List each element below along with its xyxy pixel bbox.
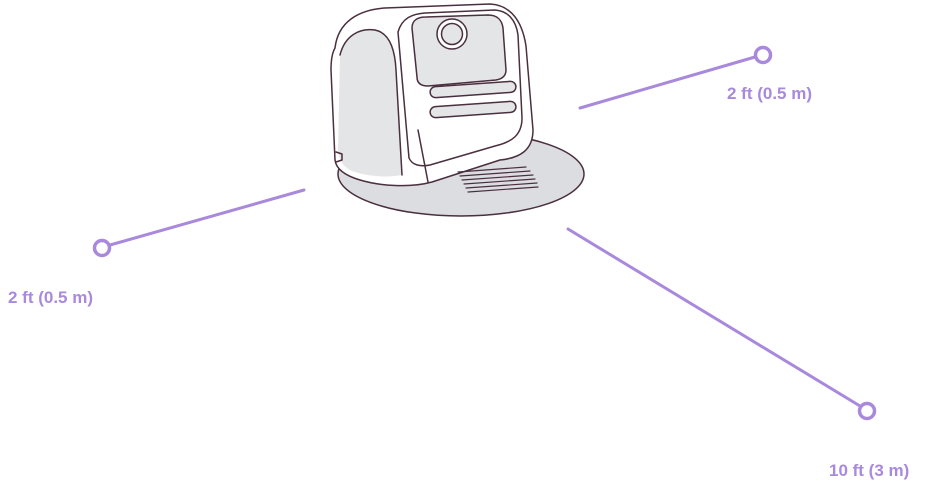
clearance-label-top-right: 2 ft (0.5 m) [727, 84, 812, 104]
ring-endpoint-icon [95, 241, 110, 256]
air-fryer-device-icon [331, 4, 584, 216]
ring-endpoint-icon [756, 48, 771, 63]
clearance-line-bottom-right [568, 229, 875, 419]
ring-endpoint-icon [860, 404, 875, 419]
clearance-line-left [95, 190, 305, 256]
clearance-label-bottom-right: 10 ft (3 m) [829, 461, 909, 481]
clearance-label-left: 2 ft (0.5 m) [8, 288, 93, 308]
